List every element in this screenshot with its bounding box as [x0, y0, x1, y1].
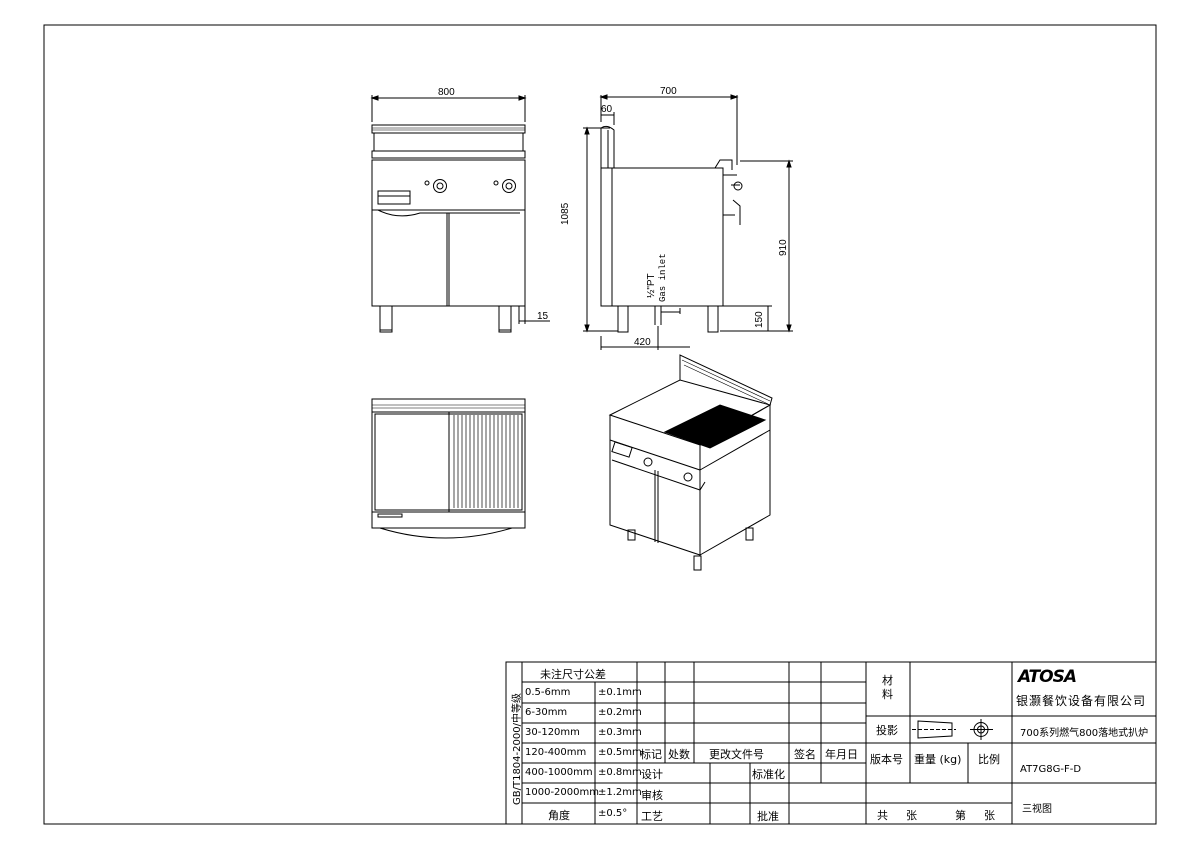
tolerance-range: 400-1000mm [525, 767, 593, 778]
title-block-grid [505, 661, 1157, 825]
tolerance-standard: GB/T1804-2000/中等级 [512, 693, 523, 805]
tolerance-value: ±0.5mm [598, 747, 642, 758]
version-label: 版本号 [870, 753, 903, 766]
tolerance-value: ±0.1mm [598, 687, 642, 698]
role-review: 审核 [641, 789, 663, 802]
dim-side-depth: 700 [660, 86, 677, 97]
sheet-no-label: 第 [955, 809, 966, 822]
tolerance-range: 120-400mm [525, 747, 587, 758]
tolerance-value: ±0.2mm [598, 707, 642, 718]
gas-inlet-size: ½"PT [646, 273, 657, 298]
weight-label: 重量 (kg) [914, 753, 962, 766]
tolerance-range: 角度 [548, 809, 570, 822]
dim-height-work: 910 [778, 239, 789, 256]
sheet-unit2-label: 张 [984, 809, 995, 822]
dim-foot-height: 150 [754, 311, 765, 328]
dim-front-width: 800 [438, 87, 455, 98]
top-view [371, 398, 526, 539]
projection-label: 投影 [876, 724, 898, 737]
role-process: 工艺 [641, 810, 663, 823]
rev-header-count: 处数 [668, 748, 690, 761]
tolerance-range: 6-30mm [525, 707, 568, 718]
drawing-frame [43, 24, 1157, 825]
isometric-view [608, 354, 773, 571]
tolerance-value: ±1.2mm [598, 787, 642, 798]
scale-label: 比例 [978, 753, 1000, 766]
dim-side-top: 60 [601, 104, 613, 115]
tolerance-value: ±0.3mm [598, 727, 642, 738]
view-type: 三视图 [1022, 804, 1052, 815]
role-standardize: 标准化 [752, 768, 785, 781]
side-view [583, 94, 793, 350]
front-view [370, 95, 550, 333]
rev-header-date: 年月日 [825, 748, 858, 761]
dim-foot-offset: 15 [537, 311, 549, 322]
rev-header-doc: 更改文件号 [709, 748, 764, 761]
sheets-total-label: 共 [877, 809, 888, 822]
model-number: AT7G8G-F-D [1020, 764, 1082, 775]
role-approve: 批准 [757, 810, 779, 823]
gas-inlet-label: Gas inlet [658, 253, 668, 302]
tolerance-range: 0.5-6mm [525, 687, 571, 698]
tolerance-value: ±0.5° [598, 808, 628, 819]
dim-height-total: 1085 [560, 202, 571, 225]
tolerance-header: 未注尺寸公差 [540, 668, 606, 681]
product-name: 700系列燃气800落地式扒炉 [1020, 728, 1149, 739]
tolerance-range: 30-120mm [525, 727, 580, 738]
role-design: 设计 [641, 768, 663, 781]
tolerance-range: 1000-2000mm [525, 787, 599, 798]
material-label: 材料 [882, 674, 893, 701]
tolerance-value: ±0.8mm [598, 767, 642, 778]
logo-text: ATOSA [1018, 667, 1077, 687]
rev-header-sign: 签名 [794, 748, 816, 761]
sheets-unit-label: 张 [906, 809, 917, 822]
company-logo: ATOSA [1018, 667, 1077, 687]
dim-gas-depth: 420 [634, 337, 651, 348]
company-name: 银灏餐饮设备有限公司 [1016, 694, 1147, 708]
rev-header-mark: 标记 [640, 748, 662, 761]
